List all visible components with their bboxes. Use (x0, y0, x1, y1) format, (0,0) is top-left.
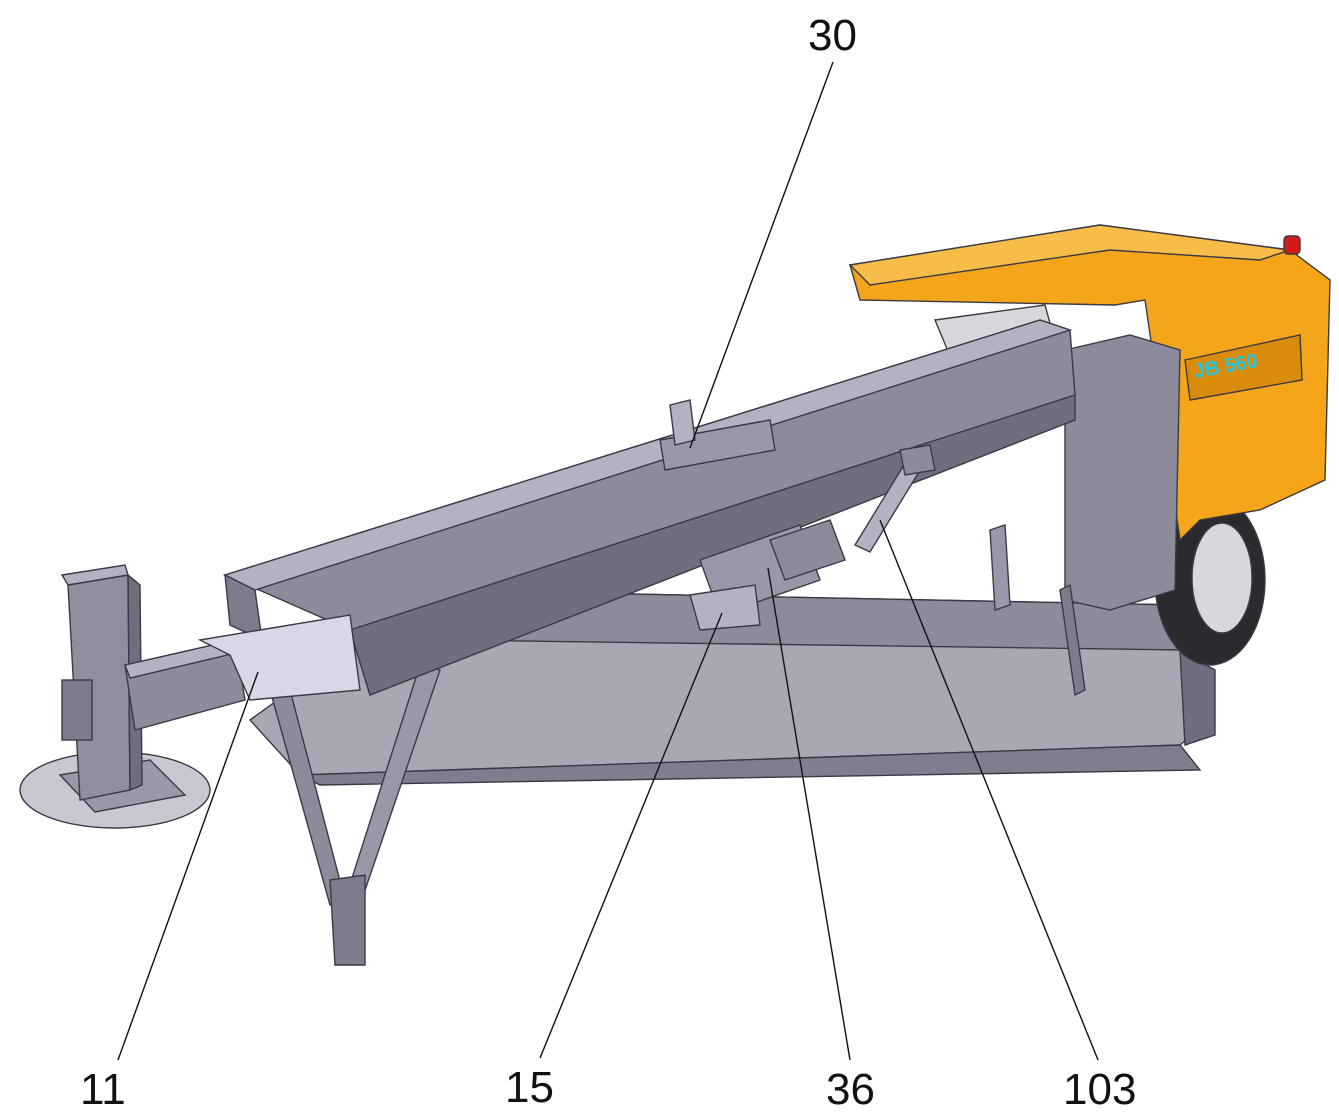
callout-36: 36 (826, 1065, 875, 1114)
hydraulic-cylinder (853, 444, 1086, 697)
headstock-plate (197, 614, 361, 701)
hitch-legs (269, 664, 441, 966)
drawbar (124, 639, 246, 731)
leader-15 (539, 612, 723, 1059)
leader-11 (117, 671, 259, 1061)
callout-15: 15 (505, 1063, 554, 1112)
leader-lines (117, 61, 1099, 1061)
pivot-linkage (689, 519, 846, 631)
leader-36 (767, 567, 851, 1061)
hood: JB 560 (848, 224, 1331, 542)
jack-stand (19, 564, 211, 829)
leader-103 (879, 519, 1099, 1061)
cross-member (659, 399, 776, 471)
callout-30: 30 (808, 11, 857, 60)
leader-30 (689, 61, 834, 449)
main-frame (223, 319, 1076, 696)
callout-103: 103 (1063, 1065, 1137, 1114)
callout-11: 11 (80, 1065, 126, 1114)
beacon-light (1283, 235, 1301, 255)
